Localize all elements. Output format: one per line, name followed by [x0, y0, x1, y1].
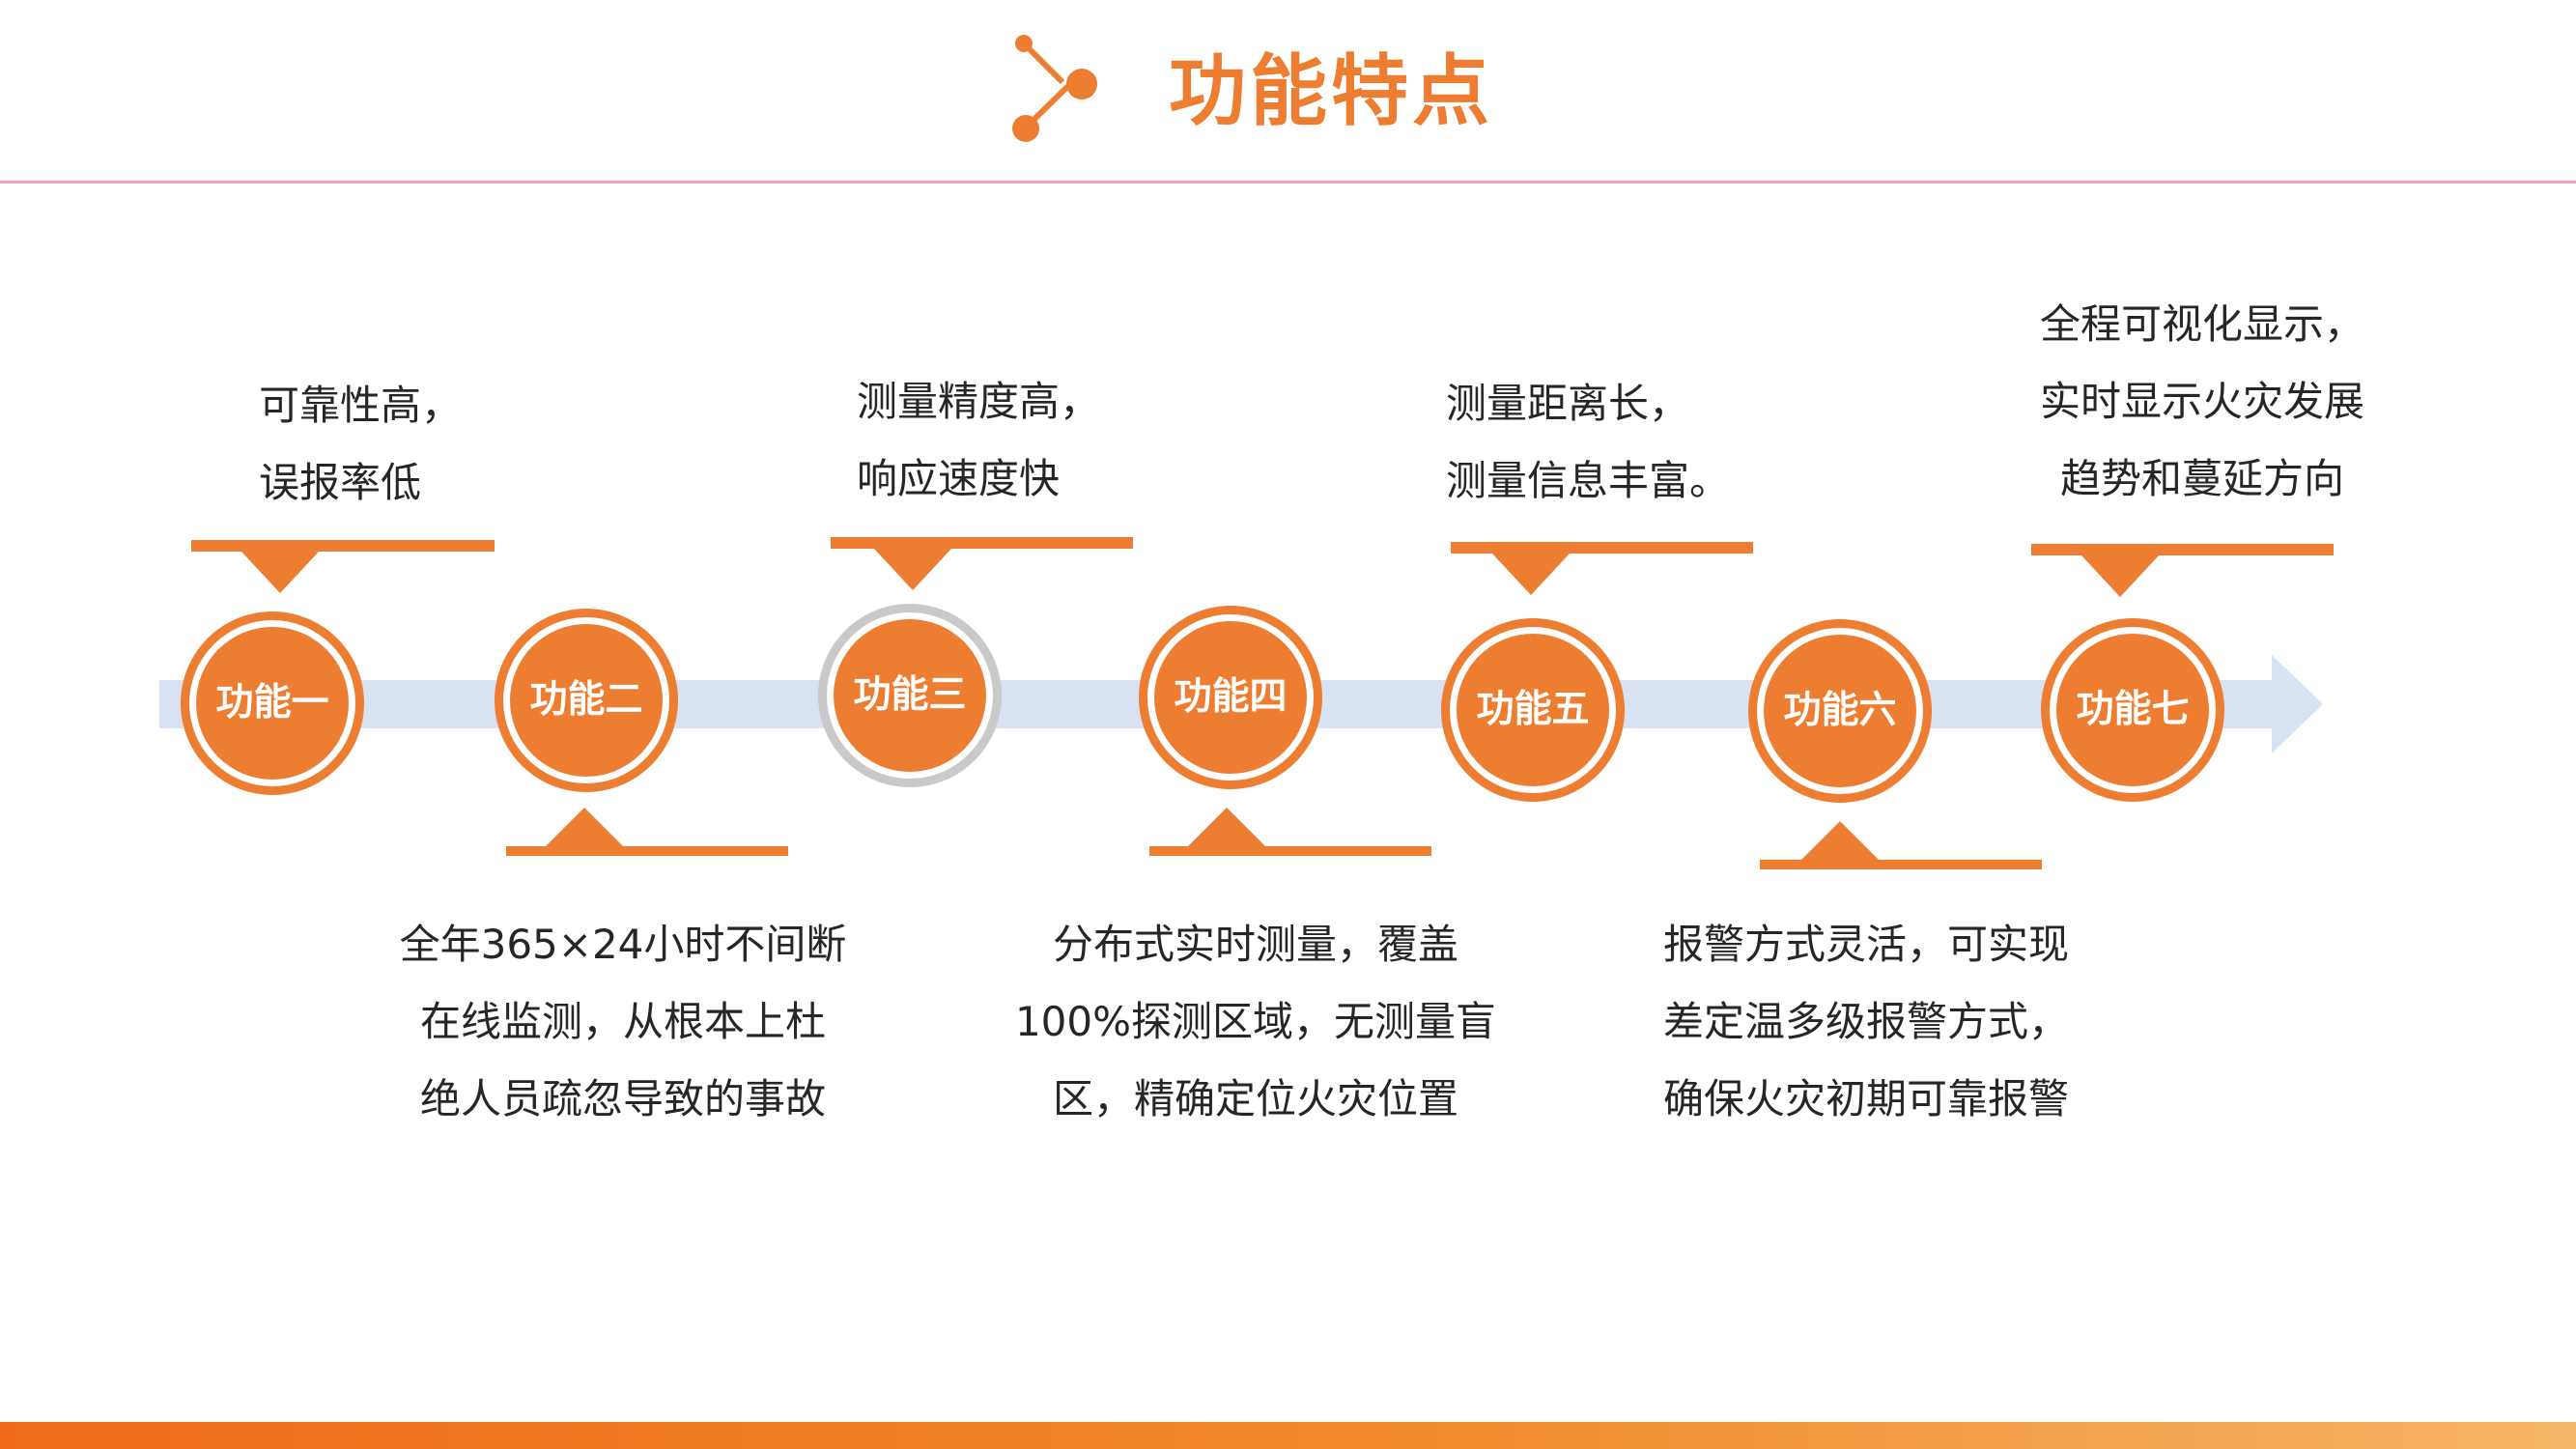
connector-bar-6 — [1760, 860, 2042, 869]
feature-node-5 — [1441, 618, 1625, 802]
description-line: 100%探测区域，无测量盲 — [1014, 998, 1497, 1045]
connector-bar-3 — [831, 537, 1133, 549]
feature-description-7: 全程可视化显示， 实时显示火灾发展 趋势和蔓延方向 — [2019, 286, 2386, 518]
description-line: 实时显示火灾发展 — [2039, 378, 2364, 425]
description-line: 全程可视化显示， — [2039, 300, 2364, 348]
connector-bar-1 — [191, 540, 495, 552]
connector-bar-4 — [1149, 846, 1431, 856]
title-divider — [0, 181, 2576, 184]
connector-pointer-1 — [241, 552, 319, 593]
connector-bar-2 — [506, 846, 788, 856]
feature-node-1 — [181, 611, 364, 795]
feature-label-1: 功能一 — [215, 681, 329, 724]
feature-label-3: 功能三 — [853, 673, 967, 717]
description-line: 响应速度快 — [857, 455, 1061, 502]
connector-bar-5 — [1451, 542, 1753, 554]
description-line: 误报率低 — [259, 459, 422, 506]
description-line: 确保火灾初期可靠报警 — [1663, 1075, 2070, 1122]
connector-pointer-2 — [546, 808, 623, 846]
feature-label-7: 功能七 — [2076, 688, 2190, 731]
feature-label-6: 功能六 — [1783, 689, 1897, 732]
feature-node-6 — [1748, 619, 1932, 803]
description-line: 区，精确定位火灾位置 — [1052, 1075, 1458, 1122]
title-area: 功能特点 — [0, 0, 2576, 184]
connector-pointer-5 — [1492, 554, 1570, 595]
connector-pointer-7 — [2081, 555, 2159, 597]
feature-label-2: 功能二 — [529, 678, 643, 722]
description-line: 全年365×24小时不间断 — [399, 921, 847, 968]
feature-description-3: 测量精度高， 响应速度快 — [857, 363, 1100, 518]
feature-label-4: 功能四 — [1174, 675, 1288, 719]
description-line: 分布式实时测量，覆盖 — [1052, 921, 1458, 968]
feature-node-2 — [495, 609, 678, 792]
description-line: 可靠性高， — [259, 382, 463, 429]
feature-description-4: 分布式实时测量，覆盖 100%探测区域，无测量盲 区，精确定位火灾位置 — [1005, 906, 1507, 1138]
connector-pointer-4 — [1188, 808, 1265, 846]
description-line: 绝人员疏忽导致的事故 — [419, 1075, 826, 1122]
description-line: 差定温多级报警方式， — [1663, 998, 2070, 1045]
page-title: 功能特点 — [1169, 46, 1493, 136]
feature-description-5: 测量距离长， 测量信息丰富。 — [1446, 365, 1730, 520]
description-line: 测量信息丰富。 — [1446, 457, 1731, 504]
description-line: 测量距离长， — [1446, 380, 1690, 427]
connector-pointer-6 — [1801, 821, 1879, 860]
footer-accent-bar — [0, 1422, 2576, 1449]
feature-node-4 — [1139, 606, 1322, 789]
connector-bar-7 — [2031, 544, 2334, 555]
feature-node-7 — [2041, 618, 2224, 802]
description-line: 测量精度高， — [857, 378, 1101, 425]
timeline-arrow-head — [2272, 655, 2323, 753]
feature-label-5: 功能五 — [1476, 688, 1590, 731]
description-line: 趋势和蔓延方向 — [2059, 455, 2344, 502]
connector-pointer-3 — [874, 549, 951, 590]
description-line: 报警方式灵活，可实现 — [1663, 921, 2070, 968]
feature-description-2: 全年365×24小时不间断 在线监测，从根本上杜 绝人员疏忽导致的事故 — [382, 906, 864, 1138]
feature-description-1: 可靠性高， 误报率低 — [259, 367, 462, 522]
connector-node-icon — [1012, 35, 1097, 142]
feature-description-6: 报警方式灵活，可实现 差定温多级报警方式， 确保火灾初期可靠报警 — [1663, 906, 2069, 1138]
description-line: 在线监测，从根本上杜 — [419, 998, 826, 1045]
feature-node-3 — [818, 604, 1002, 787]
